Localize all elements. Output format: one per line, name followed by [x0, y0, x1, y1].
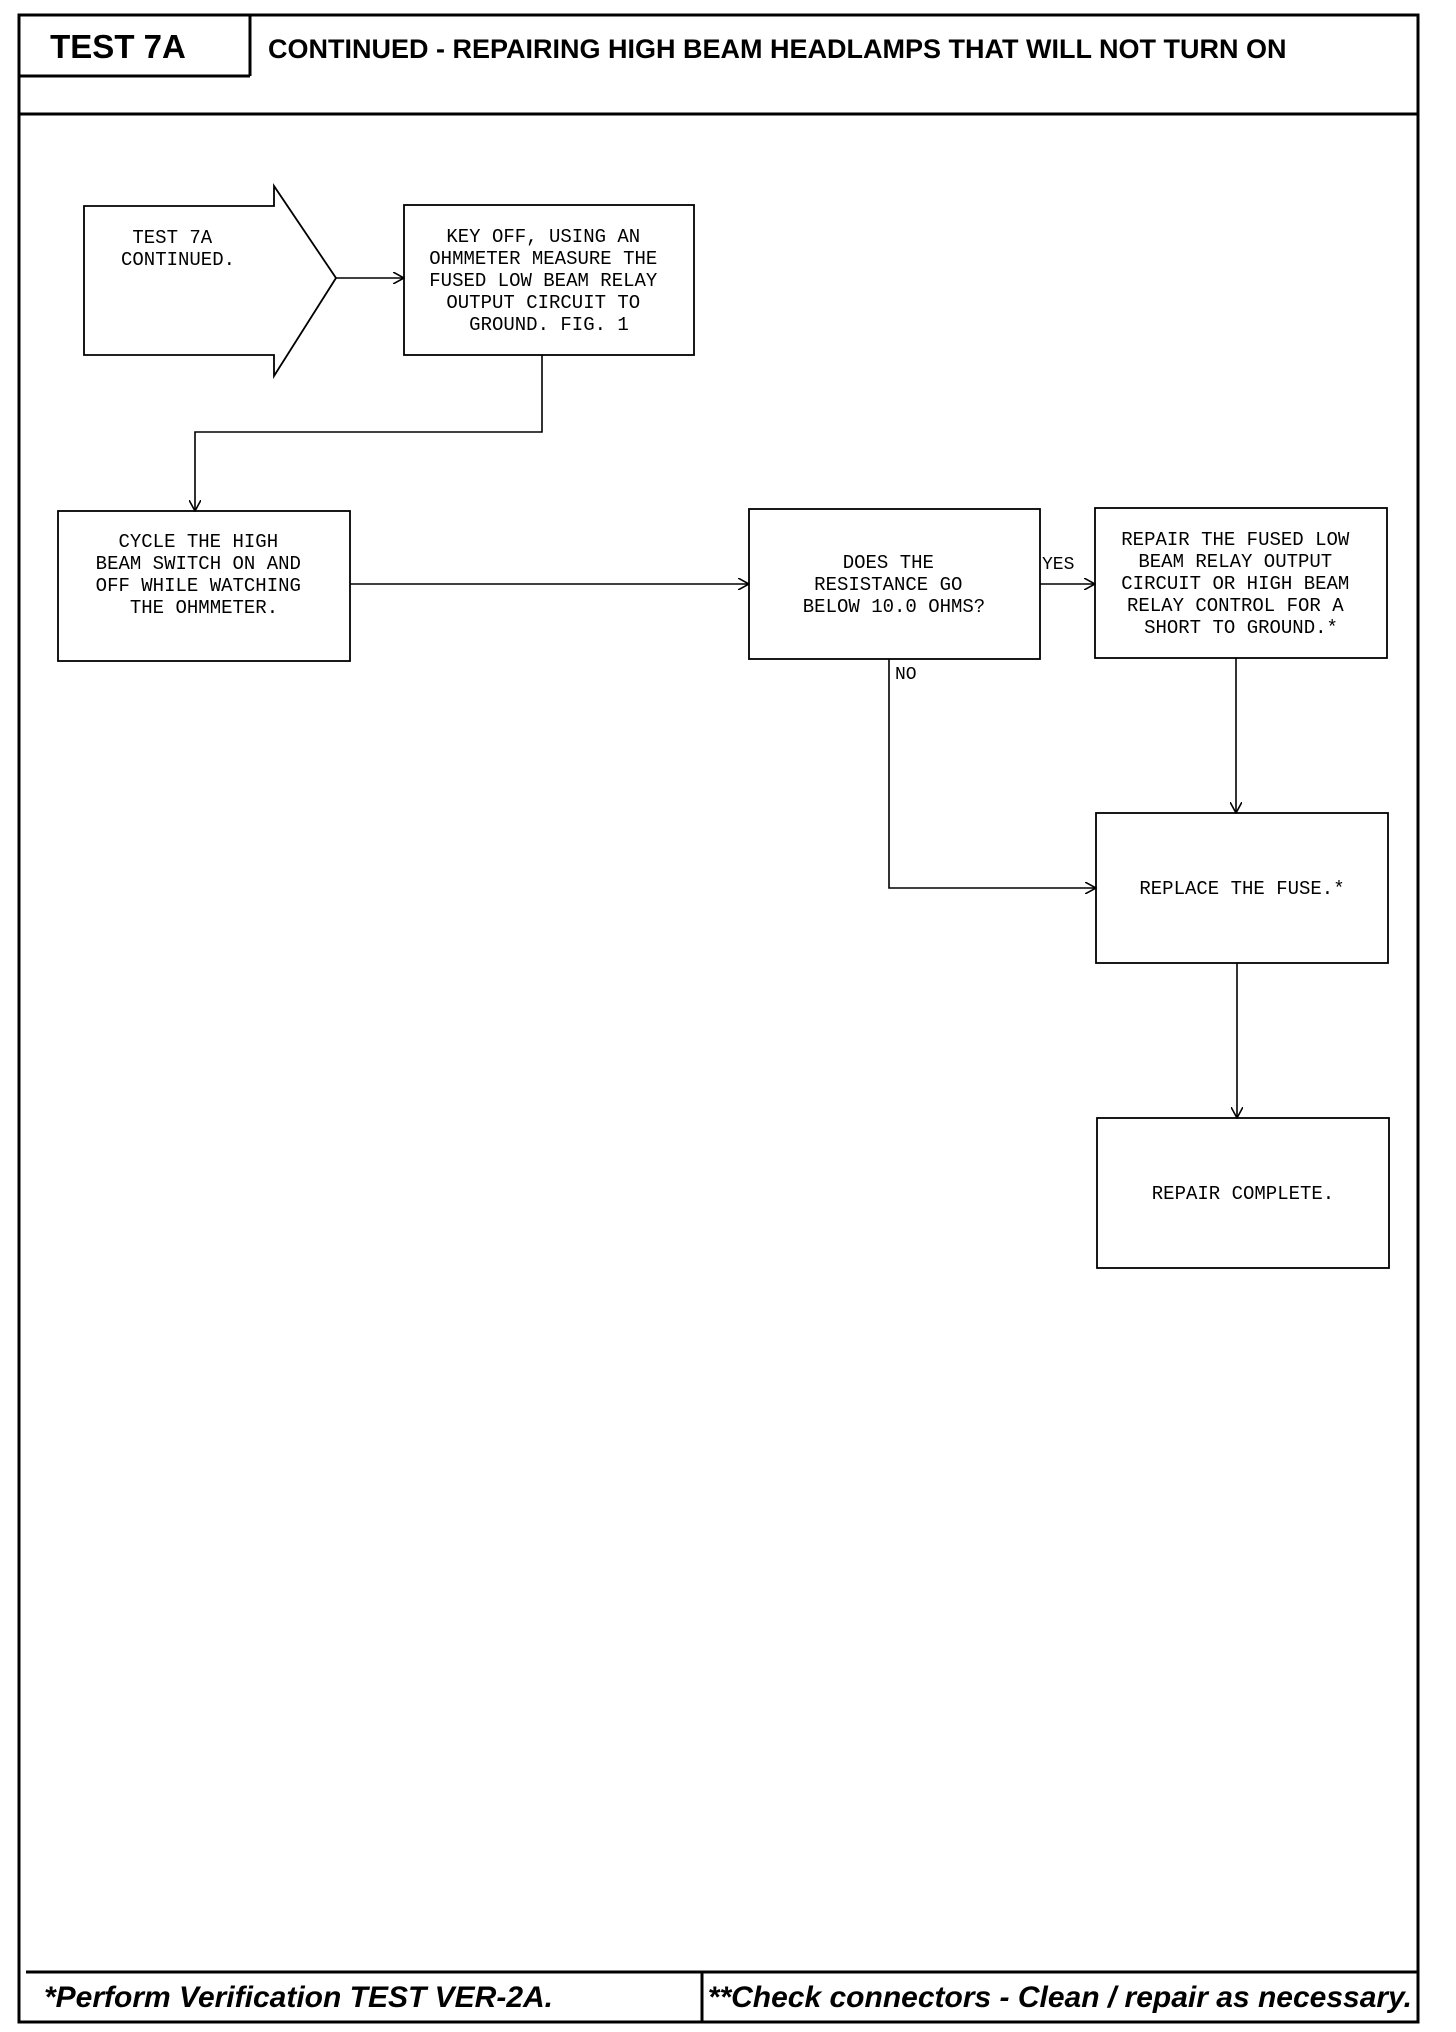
svg-text:REPLACE THE FUSE.*: REPLACE THE FUSE.*: [1139, 878, 1344, 900]
label-yes: YES: [1042, 555, 1074, 575]
step-measure: KEY OFF, USING AN OHMMETER MEASURE THE F…: [403, 204, 695, 356]
svg-text:DOES THE RESISTANCE GO: DOES THE RESISTANCE GO BELOW 10.0 OHMS?: [803, 552, 985, 618]
start-node: TEST 7A CONTINUED.: [83, 183, 338, 380]
step-replace-fuse: REPLACE THE FUSE.*: [1095, 812, 1389, 964]
header: TEST 7A CONTINUED - REPAIRING HIGH BEAM …: [19, 15, 1418, 116]
arrow-no: [888, 659, 1096, 888]
arrow-measure-to-cycle: [195, 355, 543, 511]
svg-text:REPAIR THE FUSED LOW BEA: REPAIR THE FUSED LOW BEAM RELAY OUTPUT C…: [1121, 529, 1360, 639]
step-repair-short: REPAIR THE FUSED LOW BEAM RELAY OUTPUT C…: [1094, 507, 1388, 659]
svg-text:KEY OFF, USING AN OHMMET: KEY OFF, USING AN OHMMETER MEASURE THE F…: [429, 226, 668, 336]
svg-text:REPAIR COMPLETE.: REPAIR COMPLETE.: [1152, 1183, 1334, 1205]
start-text: TEST 7A CONTINUED.: [121, 227, 235, 271]
connectors: [195, 278, 1237, 1118]
footer-note-right: **Check connectors - Clean / repair as n…: [708, 1981, 1412, 2014]
test-id: TEST 7A: [50, 28, 186, 65]
decision-resistance: DOES THE RESISTANCE GO BELOW 10.0 OHMS?: [748, 508, 1041, 660]
step-complete: REPAIR COMPLETE.: [1096, 1117, 1390, 1269]
footer-note-left: *Perform Verification TEST VER-2A.: [44, 1981, 553, 2014]
page-title: CONTINUED - REPAIRING HIGH BEAM HEADLAMP…: [268, 34, 1286, 64]
page-frame: [17, 13, 1420, 2024]
label-no: NO: [895, 665, 917, 685]
step-cycle: CYCLE THE HIGH BEAM SWITCH ON AND OFF WH…: [57, 510, 351, 662]
svg-text:CYCLE THE HIGH BEAM SWIT: CYCLE THE HIGH BEAM SWITCH ON AND OFF WH…: [96, 531, 313, 619]
footer: *Perform Verification TEST VER-2A. **Che…: [26, 1970, 1418, 2022]
